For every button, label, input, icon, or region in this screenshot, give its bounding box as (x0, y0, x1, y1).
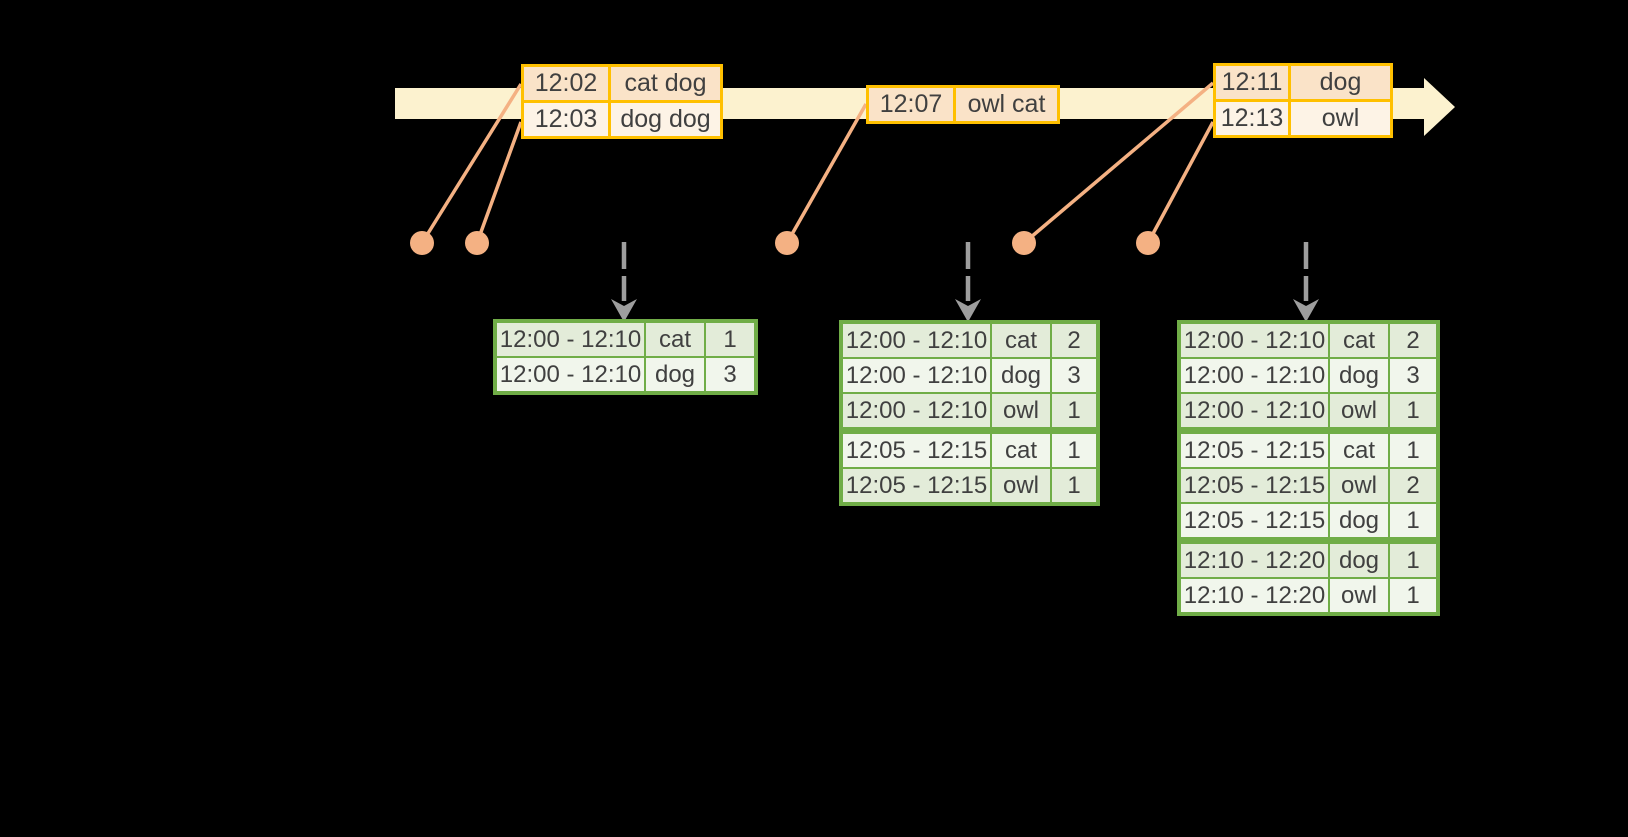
table-cell: 12:05 - 12:15 (1178, 502, 1330, 542)
table-cell: 12:05 - 12:15 (840, 467, 992, 505)
table-cell: 1 (1388, 537, 1439, 579)
event-dots (410, 231, 1160, 255)
table-cell: dog (1328, 537, 1390, 579)
table-cell: 12:00 - 12:10 (840, 321, 992, 359)
table-cell: 12:10 - 12:20 (1178, 577, 1330, 615)
table-cell: 12:10 - 12:20 (1178, 537, 1330, 579)
table-cell: 1 (1388, 502, 1439, 542)
table-cell: 12:00 - 12:10 (494, 320, 646, 358)
table-cell: owl cat (953, 85, 1060, 124)
table-cell: 2 (1388, 467, 1439, 504)
table-cell: owl (1328, 392, 1390, 432)
table-cell: dog (1288, 63, 1393, 102)
table-cell: 12:13 (1213, 99, 1291, 138)
table-cell: cat (1328, 427, 1390, 469)
table-cell: 12:00 - 12:10 (840, 357, 992, 394)
event-connector-line (1146, 121, 1215, 244)
trigger-dashed-lines (621, 242, 1309, 301)
table-cell: 12:00 - 12:10 (840, 392, 992, 432)
table-cell: 12:05 - 12:15 (840, 427, 992, 469)
table-cell: 12:00 - 12:10 (1178, 392, 1330, 432)
table-cell: 12:05 - 12:15 (1178, 467, 1330, 504)
table-cell: 12:02 (521, 64, 611, 103)
event-connector-line (785, 103, 868, 244)
timeline-arrowhead-icon (1424, 78, 1455, 136)
table-cell: 2 (1050, 321, 1099, 359)
event-dot (410, 231, 434, 255)
event-dot (775, 231, 799, 255)
table-cell: dog (1328, 357, 1390, 394)
table-cell: 1 (1388, 392, 1439, 432)
table-cell: 12:07 (866, 85, 956, 124)
table-cell: cat (644, 320, 706, 358)
table-cell: dog (990, 357, 1052, 394)
table-cell: owl (990, 392, 1052, 432)
table-cell: cat dog (608, 64, 723, 103)
table-cell: 3 (1050, 357, 1099, 394)
table-cell: owl (990, 467, 1052, 505)
table-cell: 12:03 (521, 100, 611, 139)
table-cell: dog (1328, 502, 1390, 542)
event-dot (1012, 231, 1036, 255)
table-cell: 1 (1050, 467, 1099, 505)
event-connector-line (475, 121, 523, 244)
table-cell: owl (1328, 577, 1390, 615)
table-cell: cat (990, 427, 1052, 469)
table-cell: 1 (1050, 392, 1099, 432)
table-cell: owl (1328, 467, 1390, 504)
table-cell: 1 (704, 320, 757, 358)
table-cell: 1 (1388, 427, 1439, 469)
trigger-arrowhead-icon (1293, 299, 1319, 322)
table-cell: 12:00 - 12:10 (494, 356, 646, 394)
table-cell: dog dog (608, 100, 723, 139)
table-cell: 12:11 (1213, 63, 1291, 102)
event-dot (465, 231, 489, 255)
table-cell: cat (1328, 321, 1390, 359)
table-cell: 12:00 - 12:10 (1178, 357, 1330, 394)
table-cell: 2 (1388, 321, 1439, 359)
table-cell: dog (644, 356, 706, 394)
event-dot (1136, 231, 1160, 255)
table-cell: 3 (704, 356, 757, 394)
table-cell: owl (1288, 99, 1393, 138)
trigger-arrowhead-icon (955, 299, 981, 322)
table-cell: 12:00 - 12:10 (1178, 321, 1330, 359)
table-cell: 12:05 - 12:15 (1178, 427, 1330, 469)
table-cell: 3 (1388, 357, 1439, 394)
table-cell: cat (990, 321, 1052, 359)
table-cell: 1 (1388, 577, 1439, 615)
table-cell: 1 (1050, 427, 1099, 469)
